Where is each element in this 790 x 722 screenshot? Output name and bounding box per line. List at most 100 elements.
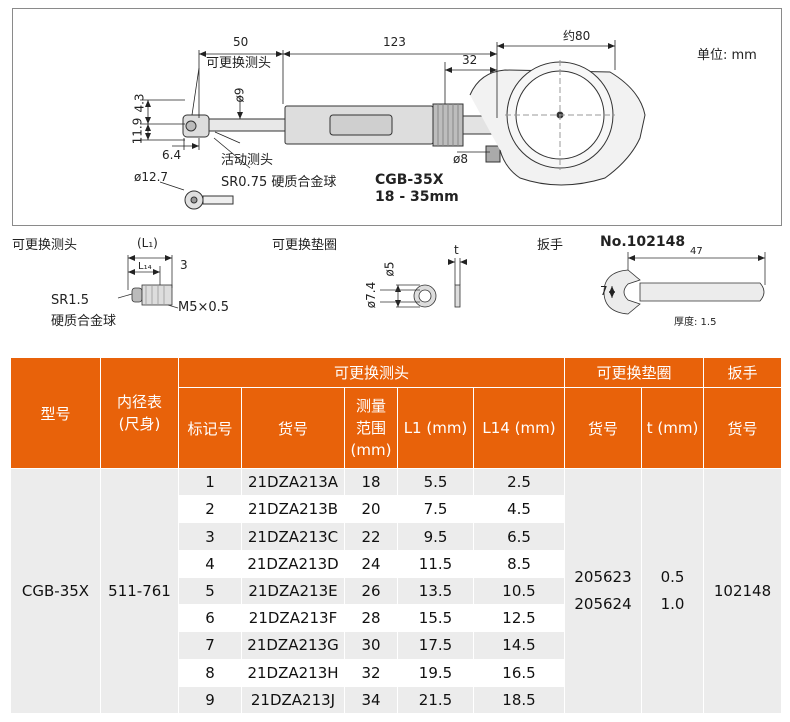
cell-range: 20 bbox=[344, 495, 398, 524]
cell-l1: 7.5 bbox=[397, 495, 474, 524]
header-wrench-group: 扳手 bbox=[703, 357, 783, 388]
anvil-sr: SR1.5 bbox=[51, 293, 89, 308]
cell-mark: 5 bbox=[178, 576, 242, 606]
washer-title: 可更换垫圈 bbox=[272, 238, 338, 253]
header-washer-code: 货号 bbox=[564, 387, 642, 469]
cell-washer-codes: 205623 205624 bbox=[564, 468, 642, 714]
cell-washer-t: 0.5 1.0 bbox=[640, 468, 705, 714]
header-model: 型号 bbox=[10, 357, 101, 469]
dim-d8: ø8 bbox=[453, 152, 468, 166]
header-l14: L14 (mm) bbox=[473, 387, 565, 469]
range-label: 18 - 35mm bbox=[375, 189, 459, 205]
wrench-part bbox=[603, 252, 766, 315]
cell-range: 22 bbox=[344, 522, 398, 551]
anvil-3: 3 bbox=[180, 258, 188, 272]
cell-wrench-code: 102148 bbox=[703, 468, 783, 714]
anvil-l1: (L₁) bbox=[137, 236, 158, 250]
washer-t-1: 0.5 bbox=[660, 568, 685, 586]
cell-l14: 6.5 bbox=[473, 522, 565, 551]
table-row: CGB-35X 511-761 1 21DZA213A 18 5.5 2.5 2… bbox=[10, 467, 783, 714]
dim-32: 32 bbox=[462, 53, 478, 67]
cell-bore: 511-761 bbox=[100, 468, 179, 714]
cell-range: 32 bbox=[344, 658, 398, 687]
gauge-body bbox=[182, 60, 646, 186]
dim-80: 约80 bbox=[563, 29, 591, 43]
header-code: 货号 bbox=[241, 387, 345, 469]
cell-mark: 3 bbox=[178, 522, 242, 551]
table-body: CGB-35X 511-761 1 21DZA213A 18 5.5 2.5 2… bbox=[10, 467, 783, 715]
dim-11-9: 11.9 bbox=[130, 117, 145, 145]
header-range: 测量 范围 (mm) bbox=[344, 387, 398, 469]
cell-mark: 6 bbox=[178, 604, 242, 633]
anvil-thread: M5×0.5 bbox=[178, 300, 230, 315]
cell-l14: 12.5 bbox=[473, 604, 565, 633]
cell-range: 30 bbox=[344, 631, 398, 660]
cell-l1: 9.5 bbox=[397, 522, 474, 551]
cell-range: 24 bbox=[344, 549, 398, 578]
cell-l1: 13.5 bbox=[397, 576, 474, 606]
technical-drawing bbox=[117, 40, 766, 315]
cell-l1: 5.5 bbox=[397, 467, 474, 497]
unit-label: 单位: mm bbox=[697, 48, 757, 63]
washer-t-2: 1.0 bbox=[660, 595, 685, 613]
header-anvil-group: 可更换测头 bbox=[178, 357, 565, 388]
header-t: t (mm) bbox=[640, 387, 705, 469]
cell-code: 21DZA213H bbox=[241, 658, 345, 687]
cell-l1: 19.5 bbox=[397, 658, 474, 687]
header-mark: 标记号 bbox=[178, 387, 242, 469]
spec-table: 型号 内径表 (尺身) 可更换测头 可更换垫圈 扳手 标记号 货号 测量 范围 … bbox=[10, 357, 783, 715]
dim-4-3: 4.3 bbox=[132, 93, 147, 113]
wrench-title: 扳手 bbox=[537, 238, 564, 253]
cell-code: 21DZA213J bbox=[241, 685, 345, 715]
dimension-lines bbox=[140, 40, 616, 191]
cell-mark: 9 bbox=[178, 685, 242, 715]
cell-code: 21DZA213E bbox=[241, 576, 345, 606]
cell-code: 21DZA213F bbox=[241, 604, 345, 633]
anvil-carbide: 硬质合金球 bbox=[51, 314, 117, 329]
anvil-l14: L₁₄ bbox=[138, 261, 152, 272]
dim-d12-7: ø12.7 bbox=[134, 170, 169, 184]
carbide-ball-label: SR0.75 硬质合金球 bbox=[221, 175, 337, 190]
cell-mark: 4 bbox=[178, 549, 242, 578]
replaceable-anvil-label: 可更换测头 bbox=[206, 56, 272, 71]
cell-code: 21DZA213A bbox=[241, 467, 345, 497]
cell-l1: 11.5 bbox=[397, 549, 474, 578]
cell-mark: 7 bbox=[178, 631, 242, 660]
header-wrench-code: 货号 bbox=[703, 387, 783, 469]
cell-l14: 10.5 bbox=[473, 576, 565, 606]
wrench-7: 7 bbox=[600, 284, 608, 298]
cell-range: 28 bbox=[344, 604, 398, 633]
washer-part bbox=[380, 258, 467, 308]
cell-mark: 1 bbox=[178, 467, 242, 497]
cell-mark: 8 bbox=[178, 658, 242, 687]
cell-l1: 15.5 bbox=[397, 604, 474, 633]
anvil-title: 可更换测头 bbox=[12, 238, 78, 253]
dim-d9: ø9 bbox=[232, 87, 247, 103]
header-bore: 内径表 (尺身) bbox=[100, 357, 179, 469]
cell-mark: 2 bbox=[178, 495, 242, 524]
wrench-no: No.102148 bbox=[600, 234, 686, 250]
cell-range: 26 bbox=[344, 576, 398, 606]
cell-code: 21DZA213B bbox=[241, 495, 345, 524]
washer-code-1: 205623 bbox=[574, 568, 632, 586]
cell-range: 18 bbox=[344, 467, 398, 497]
cell-l14: 8.5 bbox=[473, 549, 565, 578]
header-washer-group: 可更换垫圈 bbox=[563, 357, 705, 388]
cell-l1: 21.5 bbox=[397, 685, 474, 715]
dim-6-4: 6.4 bbox=[162, 148, 182, 162]
cell-code: 21DZA213G bbox=[241, 631, 345, 660]
cell-l1: 17.5 bbox=[397, 631, 474, 660]
movable-anvil-label: 活动测头 bbox=[221, 153, 274, 168]
model-label: CGB-35X bbox=[375, 172, 444, 188]
wrench-thickness: 厚度: 1.5 bbox=[674, 317, 717, 328]
dim-50: 50 bbox=[233, 35, 249, 49]
washer-code-2: 205624 bbox=[574, 595, 632, 613]
dim-123: 123 bbox=[383, 35, 406, 49]
